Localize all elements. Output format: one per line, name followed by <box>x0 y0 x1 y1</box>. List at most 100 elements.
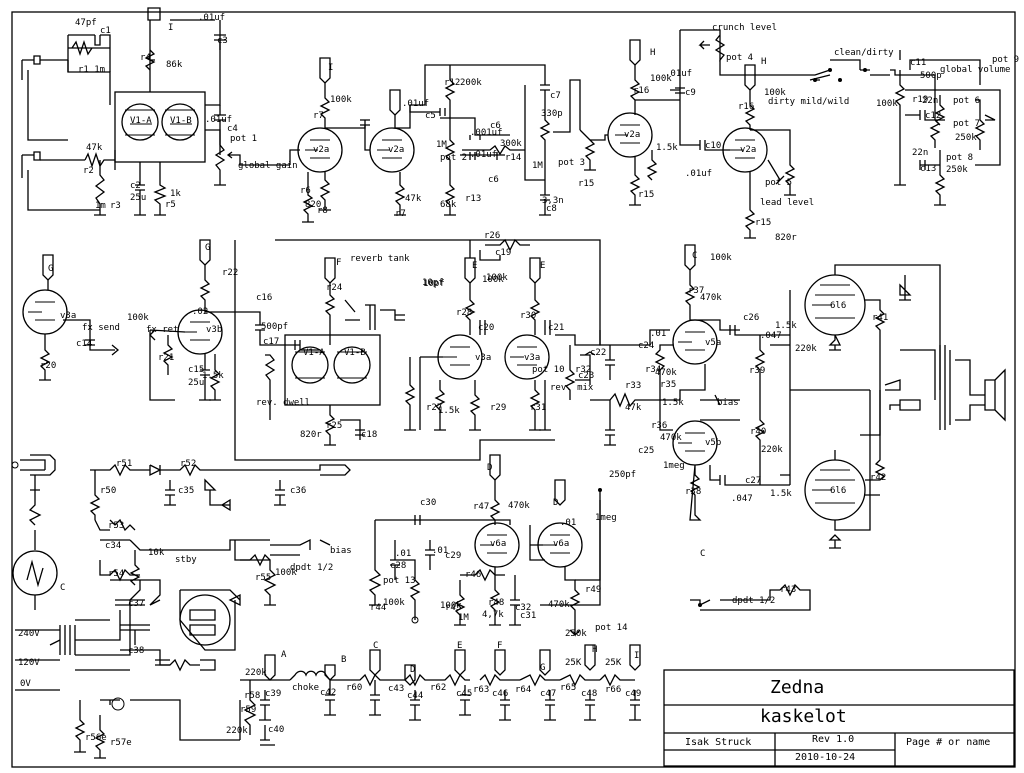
label-r100k5: 100k <box>440 601 462 611</box>
label-c11v: 500p <box>920 71 942 81</box>
gain-stages <box>289 57 581 223</box>
label-c34: c34 <box>105 541 121 551</box>
label-r15: r15 <box>578 179 594 189</box>
label-nF: F <box>497 641 502 651</box>
label-r15c: r15 <box>755 218 771 228</box>
label-c31: c31 <box>520 611 536 621</box>
label-c2v: 25u <box>130 193 146 203</box>
label-r43: r43 <box>780 585 796 595</box>
label-c15: c15 <box>188 365 204 375</box>
label-r1meg: 1meg <box>663 461 685 471</box>
label-c25v: 250pf <box>609 470 636 480</box>
label-r41: r41 <box>872 313 888 323</box>
label-c29: c29 <box>445 551 461 561</box>
label-r100k3: 100k <box>482 275 504 285</box>
label-r12: r12 <box>444 78 460 88</box>
label-nI: I <box>634 651 639 661</box>
label-dirtymw: dirty mild/wild <box>768 97 849 107</box>
label-r19v: 100k <box>876 99 898 109</box>
label-pot8: pot 8 <box>946 153 973 163</box>
label-r64: r64 <box>515 685 531 695</box>
label-r820: 820r <box>775 233 797 243</box>
label-c1n: c1 <box>100 26 111 36</box>
label-c27: c27 <box>745 476 761 486</box>
label-r57e: r57e <box>110 738 132 748</box>
label-r16bv: 100k <box>764 88 786 98</box>
power-supply <box>11 454 351 759</box>
label-r13: r13 <box>465 194 481 204</box>
label-r27v: 1.5k <box>438 406 460 416</box>
label-revmix: rev. mix <box>550 383 594 393</box>
label-r58v: 220k <box>245 668 267 678</box>
label-r2v: 47k <box>86 143 103 153</box>
label-c30: c30 <box>420 498 436 508</box>
label-six16a: 6l6 <box>830 301 846 311</box>
label-dpdt2: dpdt 1/2 <box>732 596 775 606</box>
label-c18: c18 <box>361 430 377 440</box>
label-c14: c14 <box>76 339 92 349</box>
label-pot9: pot 9 <box>992 55 1019 65</box>
label-nG: G <box>540 663 545 673</box>
label-pot8v: 250k <box>946 165 968 175</box>
label-r6v: 820 <box>305 200 321 210</box>
label-tagF: F <box>336 258 341 268</box>
label-c5: c5 <box>425 111 436 121</box>
label-c23: c23 <box>578 371 594 381</box>
label-r8: r8 <box>317 206 328 216</box>
label-tagI: I <box>168 23 173 33</box>
label-pot2v: 1M <box>436 140 447 150</box>
label-c3: c3 <box>217 36 228 46</box>
sheet-border <box>11 11 1016 768</box>
label-v0: 0V <box>20 679 31 689</box>
label-pot13: pot 13 <box>383 576 416 586</box>
label-r16: r16 <box>633 86 649 96</box>
label-r14: r14 <box>505 153 521 163</box>
label-c29v: .01 <box>432 546 448 556</box>
label-r25v: 820r <box>300 430 322 440</box>
label-r52: r52 <box>180 459 196 469</box>
label-nD: D <box>410 665 415 675</box>
label-revdwell: rev. dwell <box>256 398 310 408</box>
label-r220kb: 220k <box>761 445 783 455</box>
label-v6a2: v6a <box>553 539 569 549</box>
label-v5b: v5b <box>705 438 721 448</box>
label-v1b2: V1-B <box>344 348 366 358</box>
label-r56e: r56e <box>85 733 107 743</box>
label-c4v: .01uf <box>205 115 232 125</box>
label-c15v: 25u <box>188 378 204 388</box>
label-r22n: r22 <box>222 268 238 278</box>
label-r16v: 100k <box>650 74 672 84</box>
power-stage <box>599 244 1006 549</box>
label-c49: c49 <box>625 689 641 699</box>
label-c6bn: c6 <box>488 175 499 185</box>
label-r55: r55 <box>255 573 271 583</box>
label-r31: r31 <box>530 403 546 413</box>
label-r47: r47 <box>473 502 489 512</box>
label-r46: r46 <box>465 570 481 580</box>
label-r220k: 220k <box>795 344 817 354</box>
label-c44: c44 <box>407 691 423 701</box>
label-r48: r48 <box>488 598 504 608</box>
label-r3: 1m <box>95 201 106 211</box>
label-tagC2: C <box>700 549 705 559</box>
label-r100k: 100k <box>127 313 149 323</box>
label-nH: H <box>592 645 597 655</box>
label-c26: c26 <box>743 313 759 323</box>
label-cleandirty: clean/dirty <box>834 48 894 58</box>
label-c38: c38 <box>128 646 144 656</box>
label-c16: c16 <box>256 293 272 303</box>
label-c16v: .02 <box>192 307 208 317</box>
label-reverb: reverb tank <box>350 254 410 264</box>
label-r49: r49 <box>585 585 601 595</box>
label-r7: r7 <box>313 111 324 121</box>
label-r35v: 1.5k <box>662 398 684 408</box>
label-v2a2: v2a <box>388 145 404 155</box>
label-c4: c4 <box>227 124 238 134</box>
label-r60: r60 <box>346 683 362 693</box>
hv-rail <box>239 644 641 746</box>
label-v6a: v6a <box>490 539 506 549</box>
label-c11: c11 <box>910 58 926 68</box>
label-r26: r26 <box>484 231 500 241</box>
